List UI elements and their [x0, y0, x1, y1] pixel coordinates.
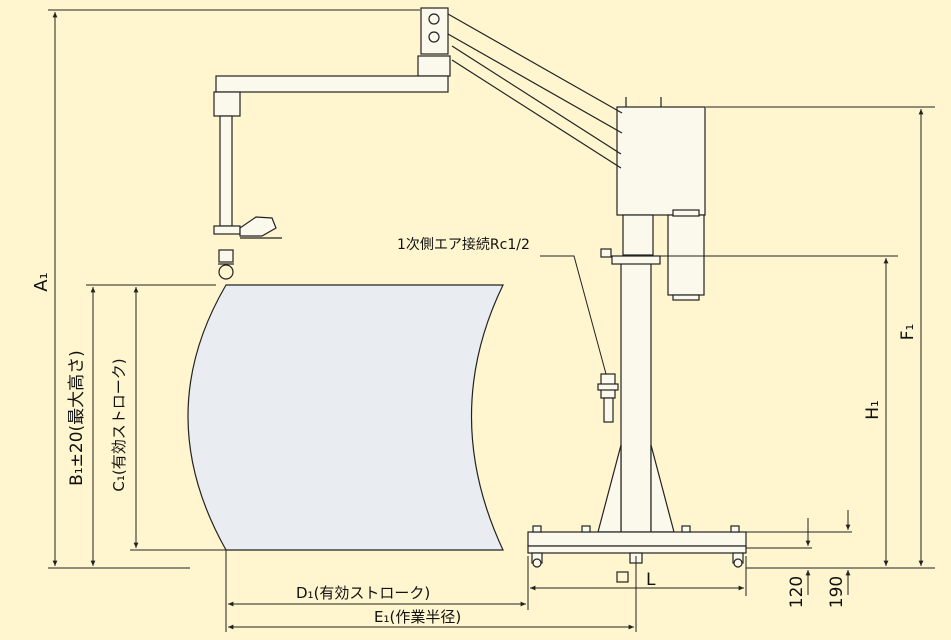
work-area	[187, 284, 504, 551]
dim-e1-label: E₁(作業半径)	[374, 608, 461, 626]
air-valve	[597, 373, 619, 423]
dim-b1-label: B₁±20(最大高さ)	[67, 350, 87, 486]
base	[527, 525, 747, 583]
dim-a1-label: A₁	[31, 272, 52, 292]
dim-f1-label: F₁	[898, 324, 918, 341]
dimension-lines	[48, 9, 935, 632]
dim-c1-label: C₁(有効ストローク)	[110, 358, 128, 491]
dim-l-label: L	[646, 570, 656, 590]
dim-120-label: 120	[787, 576, 807, 608]
boom	[213, 7, 623, 280]
dim-190-label: 190	[827, 576, 847, 608]
column	[597, 261, 675, 533]
air-connection-label: 1次側エア接続Rc1/2	[397, 236, 530, 253]
dim-h1-label: H₁	[863, 400, 883, 420]
head-unit	[600, 97, 706, 301]
dim-d1-label: D₁(有効ストローク)	[296, 584, 430, 602]
